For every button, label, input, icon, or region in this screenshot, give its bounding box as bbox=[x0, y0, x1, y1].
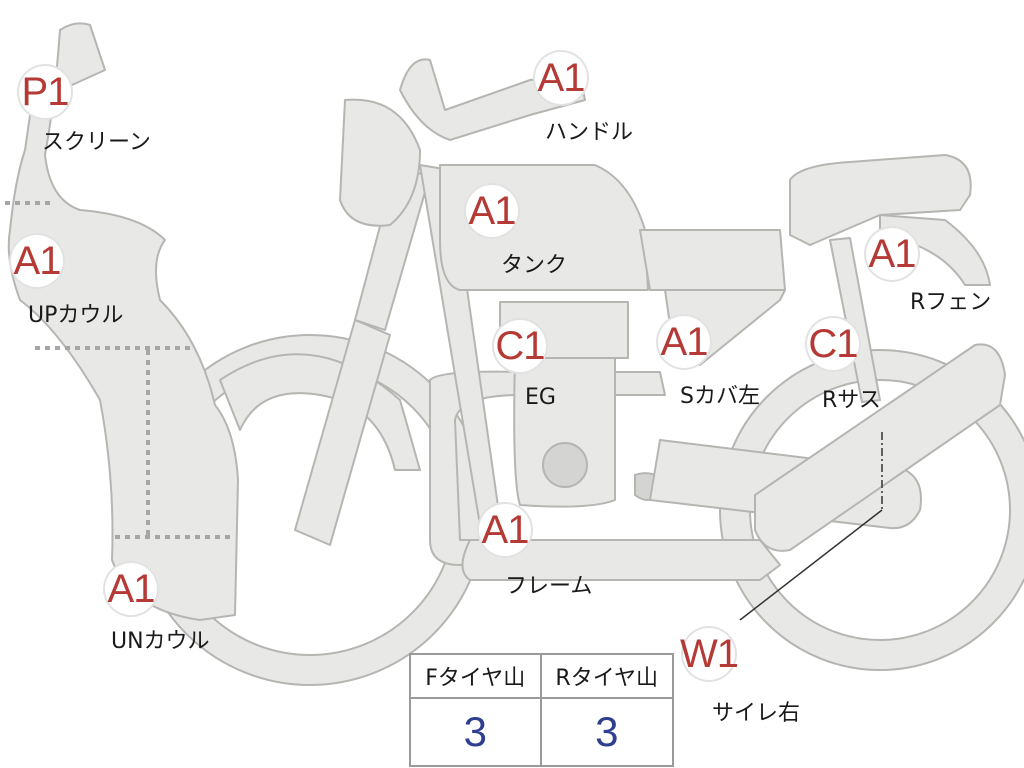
engine-cover bbox=[542, 442, 588, 488]
grade-badge-muffler: W1 bbox=[680, 628, 739, 680]
grade-badge-side-cover: A1 bbox=[658, 316, 710, 368]
part-label-frame: フレーム bbox=[505, 574, 593, 599]
front-fork bbox=[294, 319, 391, 546]
grade-badge-handle: A1 bbox=[535, 52, 587, 104]
part-label-screen: スクリーン bbox=[42, 130, 151, 155]
headlight bbox=[339, 98, 421, 227]
muffler bbox=[754, 343, 1006, 552]
part-label-muffler: サイレ右 bbox=[712, 701, 801, 726]
part-label-rear-suspension: Rサス bbox=[822, 388, 881, 413]
front-tyre-value: 3 bbox=[411, 699, 542, 765]
part-label-un-cowl: UNカウル bbox=[111, 629, 210, 654]
part-label-handle: ハンドル bbox=[545, 120, 634, 145]
grade-badge-engine: C1 bbox=[494, 320, 546, 372]
grade-badge-rear-fender: A1 bbox=[866, 228, 918, 280]
grade-badge-tank: A1 bbox=[466, 185, 518, 237]
part-label-tank: タンク bbox=[501, 253, 568, 278]
rear-tyre-header: Rタイヤ山 bbox=[541, 655, 672, 699]
grade-badge-screen: P1 bbox=[19, 66, 71, 118]
front-tyre-header: Fタイヤ山 bbox=[411, 655, 542, 699]
engine-block bbox=[513, 357, 616, 508]
part-label-rear-fender: Rフェン bbox=[910, 290, 992, 315]
grade-badge-un-cowl: A1 bbox=[105, 563, 157, 615]
part-label-engine: EG bbox=[525, 385, 556, 410]
grade-badge-up-cowl: A1 bbox=[11, 235, 63, 287]
part-label-side-cover: Sカバ左 bbox=[680, 384, 760, 409]
grade-badge-frame: A1 bbox=[479, 504, 531, 556]
lower-frame bbox=[461, 539, 781, 581]
grade-badge-rear-suspension: C1 bbox=[807, 318, 859, 370]
part-label-up-cowl: UPカウル bbox=[28, 303, 124, 328]
front-seat bbox=[639, 229, 786, 291]
rear-seat bbox=[789, 154, 972, 246]
muffler-leader bbox=[739, 509, 883, 621]
tyre-tread-table: Fタイヤ山 Rタイヤ山 3 3 bbox=[409, 653, 674, 767]
rear-tyre-value: 3 bbox=[595, 708, 619, 755]
